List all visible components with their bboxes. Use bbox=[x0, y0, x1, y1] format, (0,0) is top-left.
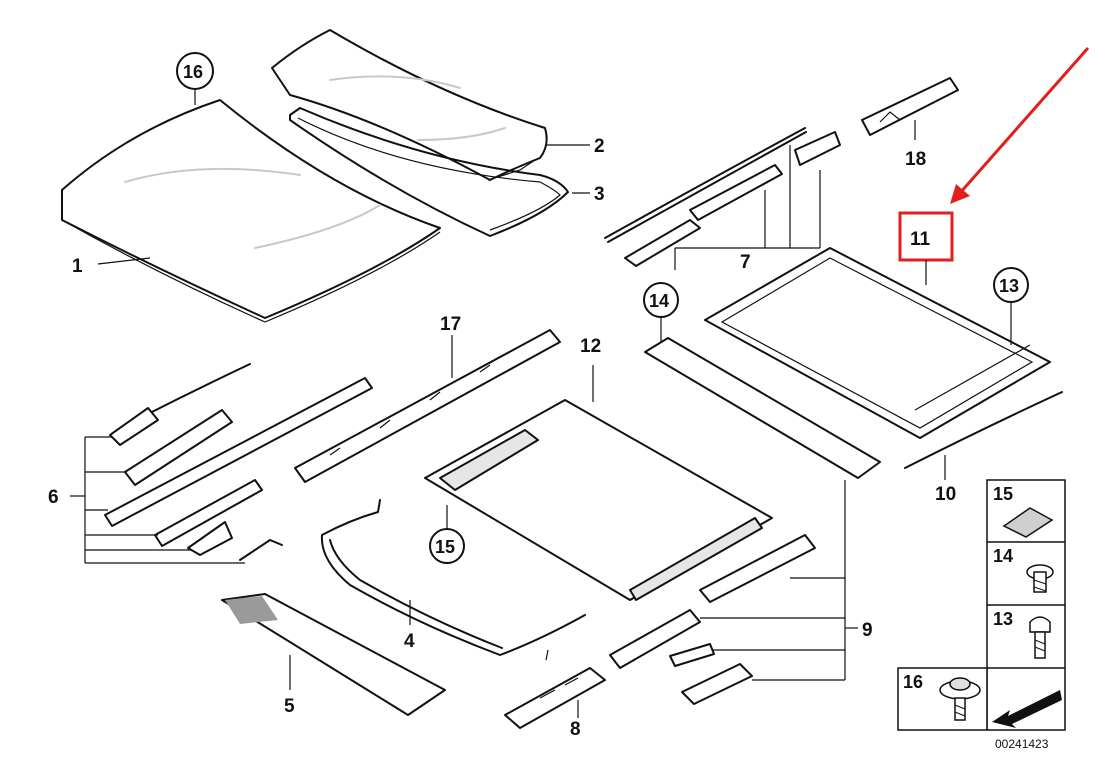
callout-6: 6 bbox=[48, 487, 59, 508]
callout-7: 7 bbox=[740, 252, 751, 273]
part-14-strip: 14 bbox=[643, 282, 881, 479]
legend-cell-15: 15 bbox=[993, 484, 1054, 538]
legend-cell-13: 13 bbox=[993, 609, 1051, 659]
callout-18: 18 bbox=[905, 149, 926, 170]
part-5-liner: 5 bbox=[221, 593, 446, 717]
screw-icon bbox=[1029, 616, 1051, 659]
legend-label-15: 15 bbox=[993, 484, 1013, 504]
callout-10: 10 bbox=[935, 484, 956, 505]
callout-13: 13 bbox=[999, 276, 1019, 296]
legend-label-14: 14 bbox=[993, 546, 1013, 566]
bolt-icon bbox=[1026, 564, 1054, 593]
reference-number: 00241423 bbox=[995, 737, 1049, 751]
callout-14: 14 bbox=[649, 291, 669, 311]
part-18-bracket: 18 bbox=[861, 77, 959, 170]
highlight-arrow bbox=[950, 47, 1090, 204]
callout-11: 11 bbox=[910, 229, 931, 250]
part-4-seal-loop: 4 bbox=[320, 499, 586, 661]
fastener-legend: 15 14 13 16 bbox=[897, 479, 1066, 751]
part-13-callout: 13 bbox=[993, 267, 1029, 345]
part-11-callout: 11 bbox=[898, 211, 954, 285]
part-2-upper-glass: 2 bbox=[271, 29, 605, 181]
clip-screw-icon bbox=[939, 677, 981, 721]
callout-8: 8 bbox=[570, 719, 581, 740]
part-16-callout: 16 bbox=[176, 52, 214, 105]
callout-1: 1 bbox=[72, 256, 83, 277]
part-6-cluster: 6 bbox=[48, 363, 373, 564]
callout-4: 4 bbox=[404, 631, 415, 652]
part-1-glass-panel: 1 bbox=[61, 99, 441, 323]
legend-cell-arrow bbox=[992, 690, 1062, 728]
part-9-cluster: 9 bbox=[609, 480, 873, 705]
part-15-callout: 15 bbox=[429, 505, 465, 564]
callout-9: 9 bbox=[862, 620, 873, 641]
legend-label-13: 13 bbox=[993, 609, 1013, 629]
direction-arrow-icon bbox=[992, 690, 1062, 728]
part-11-frame bbox=[704, 247, 1051, 439]
callout-3: 3 bbox=[594, 184, 605, 205]
legend-cell-16: 16 bbox=[903, 672, 981, 721]
callout-15: 15 bbox=[435, 537, 455, 557]
part-10-cable: 10 bbox=[904, 391, 1063, 505]
callout-2: 2 bbox=[594, 136, 605, 157]
legend-label-16: 16 bbox=[903, 672, 923, 692]
callout-17: 17 bbox=[440, 314, 461, 335]
part-17-rail: 17 bbox=[294, 314, 561, 483]
part-7-rails: 7 bbox=[604, 127, 841, 273]
part-3-seal: 3 bbox=[289, 107, 605, 237]
part-8-bracket: 8 bbox=[504, 667, 606, 740]
callout-16: 16 bbox=[183, 62, 203, 82]
callout-12: 12 bbox=[580, 336, 601, 357]
callout-5: 5 bbox=[284, 696, 295, 717]
part-12-sunshade: 12 bbox=[424, 336, 773, 601]
legend-cell-14: 14 bbox=[993, 546, 1054, 593]
pad-icon bbox=[1002, 507, 1054, 538]
